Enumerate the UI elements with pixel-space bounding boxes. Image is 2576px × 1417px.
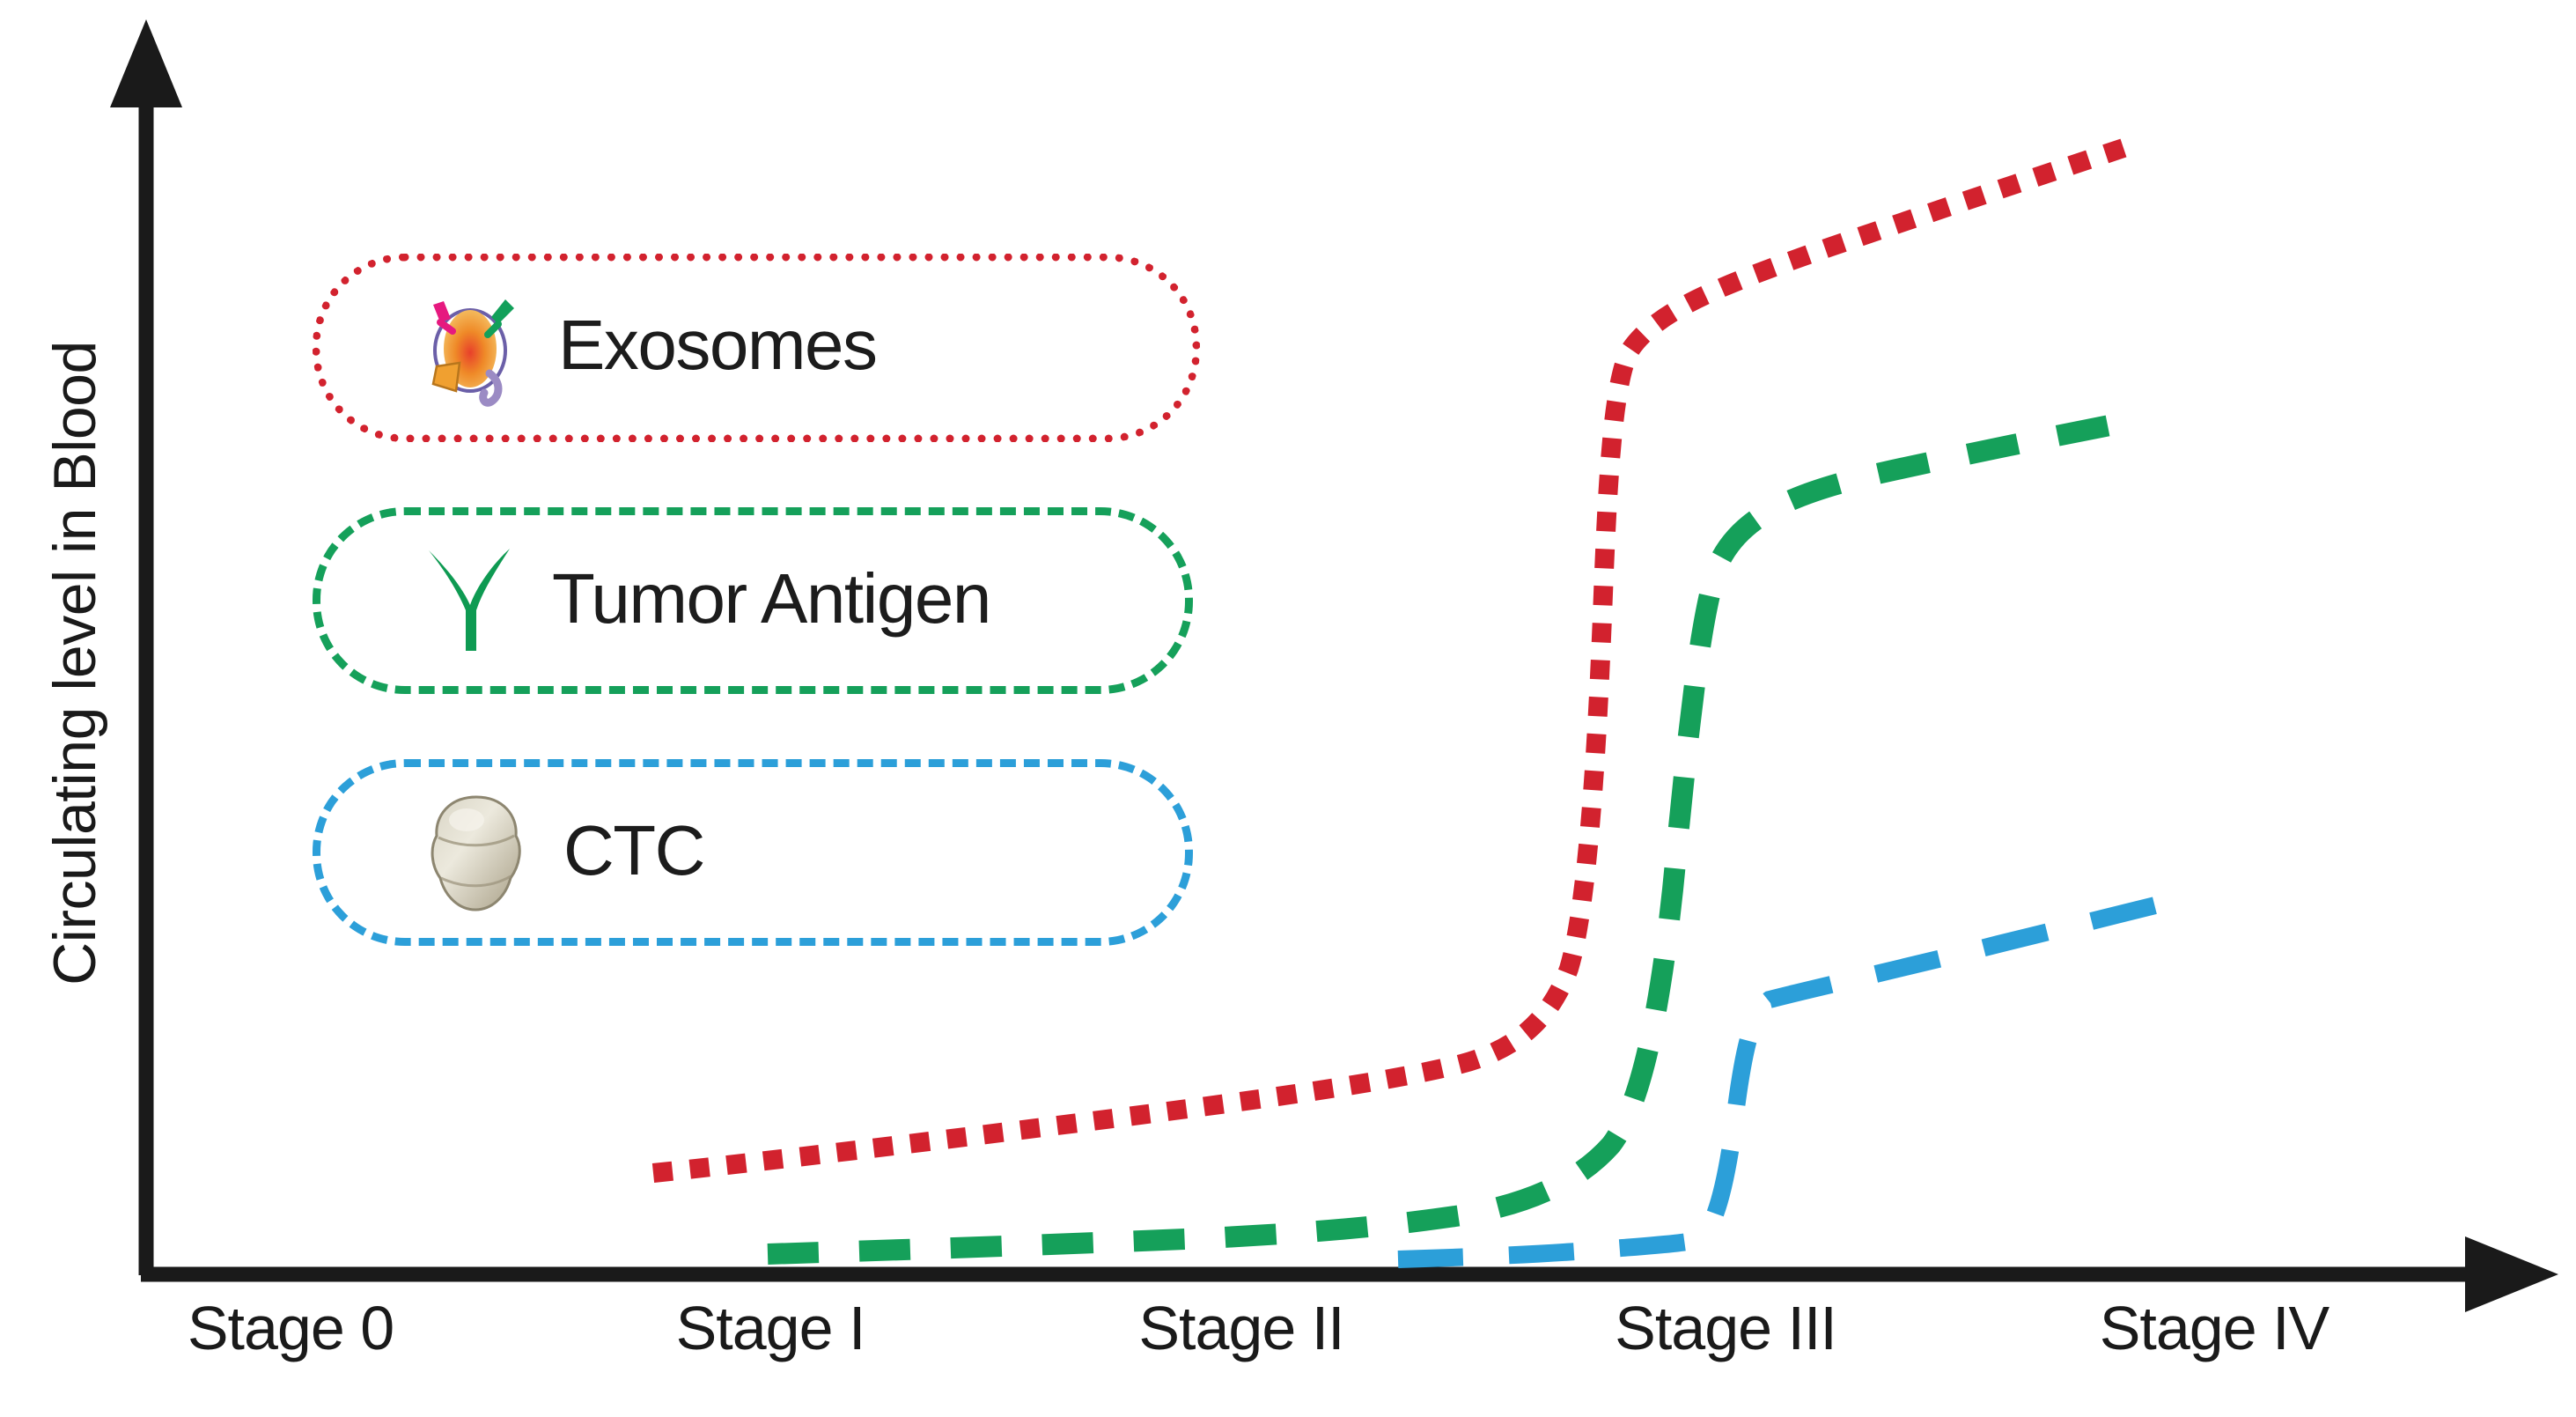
y-axis-arrowhead bbox=[110, 19, 182, 107]
axes-group bbox=[110, 19, 2558, 1312]
legend-item-ctc[interactable]: CTC bbox=[313, 759, 1193, 946]
legend-label-tumor-antigen: Tumor Antigen bbox=[552, 559, 991, 638]
series-line-tumor-antigen bbox=[767, 409, 2144, 1265]
antibody-y-icon bbox=[422, 535, 519, 667]
legend-label-ctc: CTC bbox=[563, 811, 705, 889]
exosome-vesicle-icon bbox=[417, 282, 523, 414]
x-axis-arrowhead bbox=[2465, 1236, 2558, 1312]
x-tick-label-stage-3: Stage III bbox=[1615, 1294, 1837, 1362]
circulating-tumor-cell-icon bbox=[424, 790, 528, 915]
x-tick-label-stage-1: Stage I bbox=[675, 1294, 866, 1362]
legend-label-exosomes: Exosomes bbox=[558, 306, 878, 384]
x-tick-label-stage-0: Stage 0 bbox=[187, 1294, 394, 1362]
series-line-ctc bbox=[1397, 897, 2158, 1268]
legend-item-tumor-antigen[interactable]: Tumor Antigen bbox=[313, 507, 1193, 694]
x-tick-label-stage-4: Stage IV bbox=[2099, 1294, 2330, 1362]
legend-item-exosomes[interactable]: Exosomes bbox=[313, 254, 1200, 442]
x-tick-label-stage-2: Stage II bbox=[1138, 1294, 1344, 1362]
